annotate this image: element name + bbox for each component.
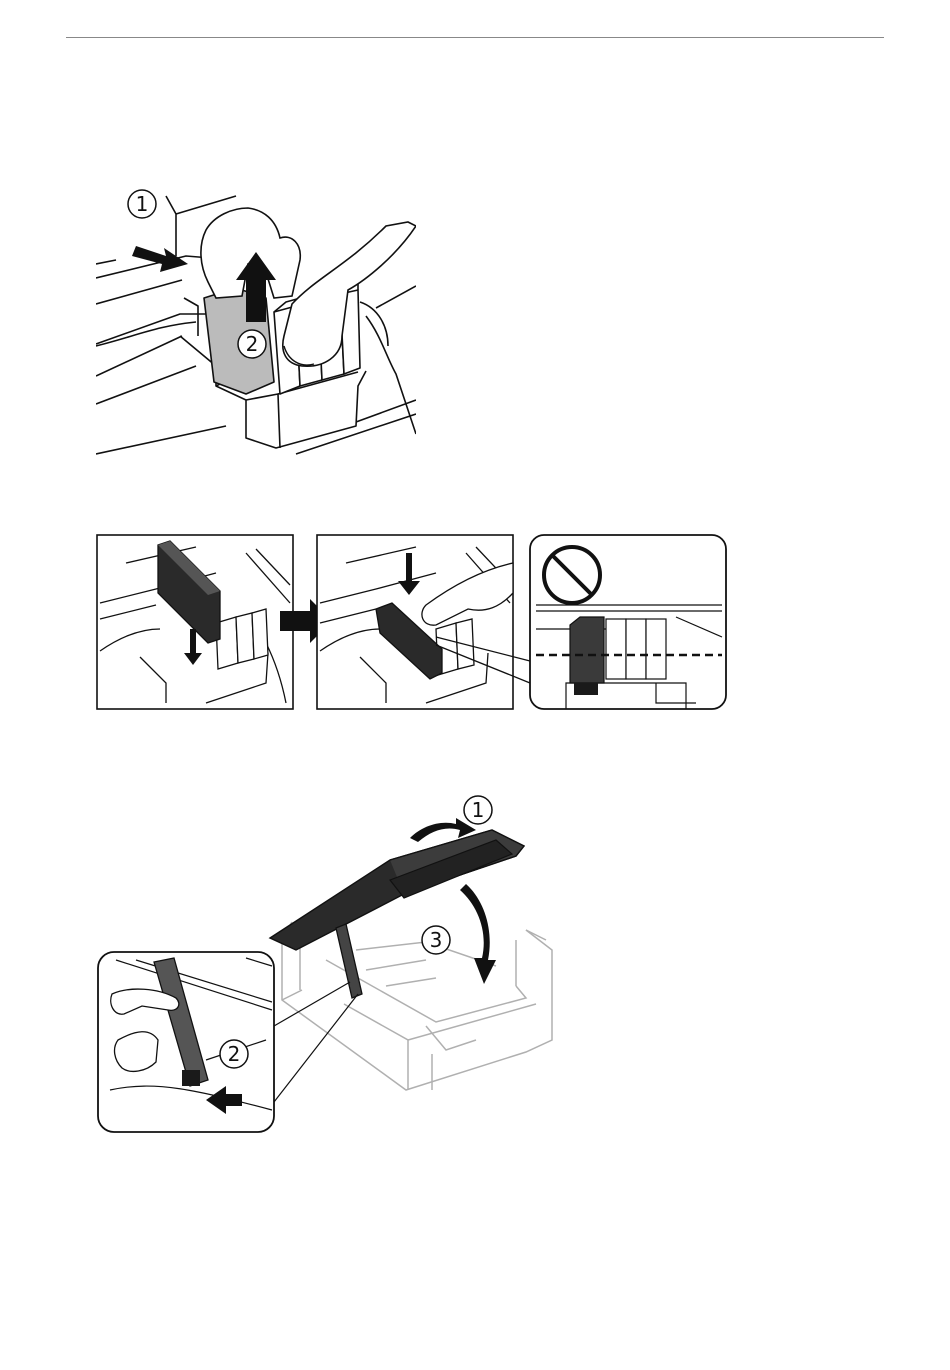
step-1-label: 1 bbox=[128, 190, 156, 218]
header-rule bbox=[66, 37, 884, 38]
close-scanner-illustration: 1 3 2 bbox=[96, 790, 566, 1135]
svg-text:2: 2 bbox=[246, 332, 259, 356]
detail-inset: 2 bbox=[98, 952, 274, 1132]
step-2-label: 2 bbox=[220, 1040, 248, 1068]
panel-insert-cartridge bbox=[97, 535, 293, 709]
figure-remove-cartridge: 1 2 bbox=[96, 186, 416, 461]
step-3-label: 3 bbox=[422, 926, 450, 954]
figure-close-scanner: 1 3 2 bbox=[96, 790, 566, 1135]
panel-incorrect-installation bbox=[530, 535, 726, 709]
install-cartridge-illustration bbox=[96, 533, 730, 713]
svg-text:2: 2 bbox=[228, 1042, 241, 1066]
figure-install-cartridge bbox=[96, 533, 730, 713]
svg-text:1: 1 bbox=[472, 798, 485, 822]
push-arrow-icon bbox=[132, 246, 188, 272]
step-1-label: 1 bbox=[464, 796, 492, 824]
svg-text:3: 3 bbox=[430, 928, 443, 952]
svg-text:1: 1 bbox=[136, 192, 149, 216]
panel-press-cartridge bbox=[317, 535, 530, 709]
remove-cartridge-illustration: 1 2 bbox=[96, 186, 416, 461]
arrow-down-icon bbox=[460, 884, 496, 984]
step-2-label: 2 bbox=[238, 330, 266, 358]
